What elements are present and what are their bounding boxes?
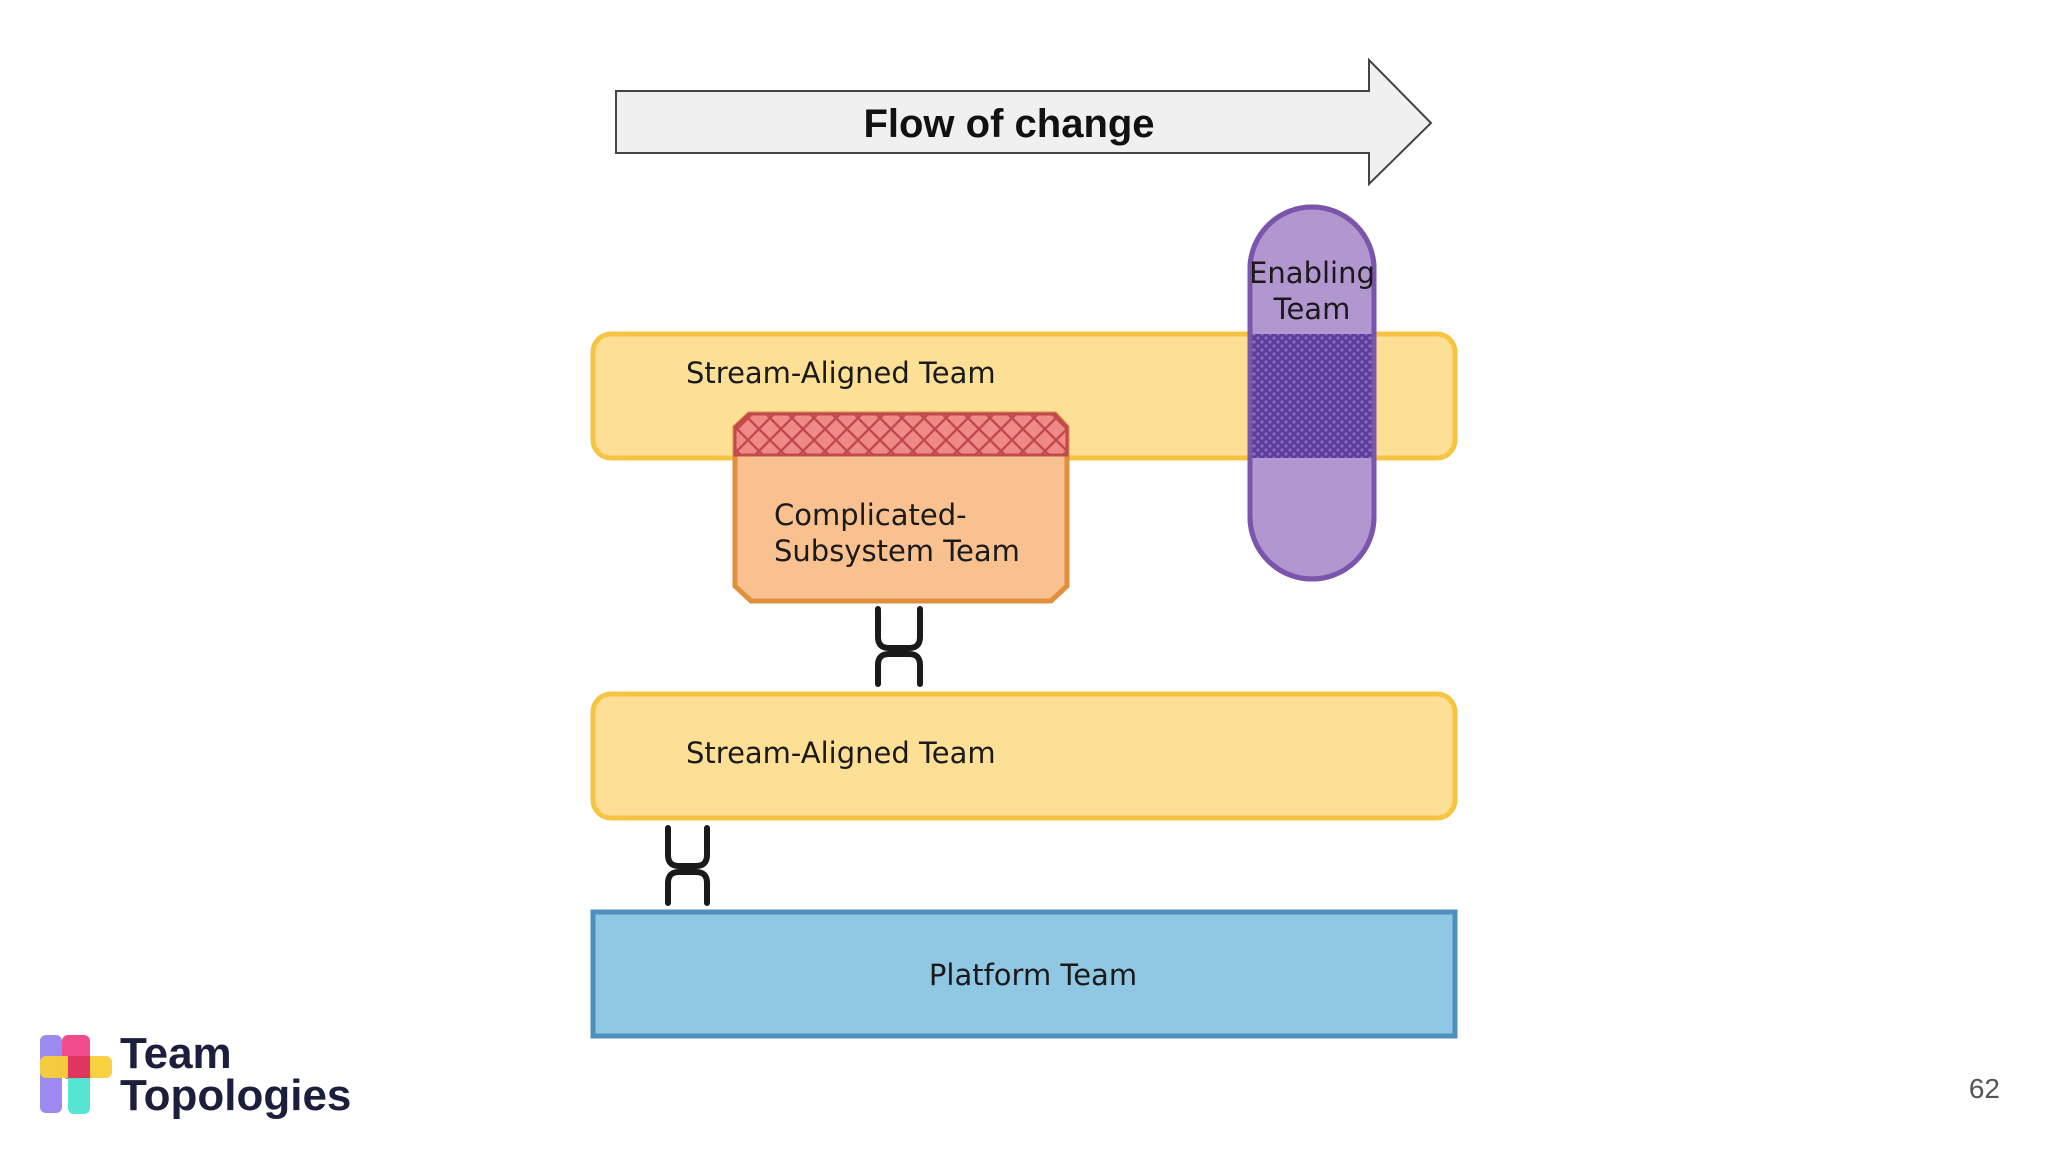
complicated-subsystem-team: Complicated- Subsystem Team	[732, 411, 1070, 604]
logo-text-line2: Topologies	[120, 1071, 351, 1120]
team-topologies-logo: Team Topologies	[40, 1029, 351, 1120]
team-topologies-logo-mark	[40, 1035, 112, 1114]
complicated-overlap-hatch	[733, 412, 1069, 457]
x-as-a-service-connector-1	[875, 606, 923, 687]
enabling-team-label-line2: Team	[1273, 292, 1351, 326]
enabling-team: Enabling Team	[1247, 204, 1377, 582]
enabling-team-label-line1: Enabling	[1249, 256, 1375, 290]
platform-team-label: Platform Team	[929, 958, 1137, 992]
complicated-subsystem-label-line2: Subsystem Team	[774, 534, 1020, 568]
enabling-overlap-hatch	[1250, 334, 1374, 458]
x-as-a-service-connector-2	[665, 825, 710, 906]
stream-aligned-team-bottom: Stream-Aligned Team	[590, 691, 1458, 821]
flow-of-change-arrow: Flow of change	[615, 57, 1433, 187]
flow-of-change-label: Flow of change	[863, 102, 1154, 146]
platform-team: Platform Team	[590, 909, 1458, 1039]
complicated-subsystem-label-line1: Complicated-	[774, 498, 967, 532]
stream-aligned-team-bottom-label: Stream-Aligned Team	[686, 736, 996, 770]
page-number: 62	[1969, 1073, 2000, 1104]
logo-text-line1: Team	[120, 1029, 232, 1078]
stream-aligned-team-top-label: Stream-Aligned Team	[686, 356, 996, 390]
